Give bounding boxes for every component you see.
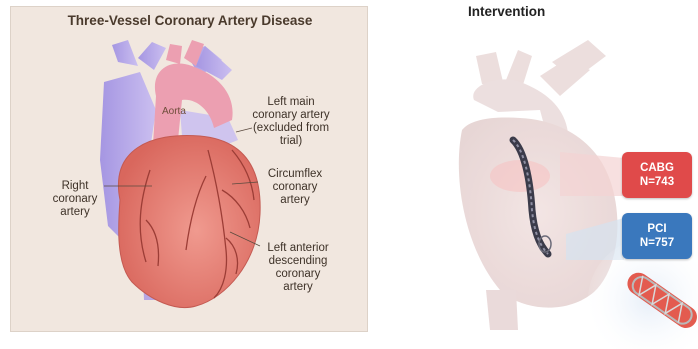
aorta-label: Aorta	[162, 106, 186, 117]
lad-label-line: Left anterior	[256, 242, 340, 255]
pci-badge: PCI N=757	[622, 213, 692, 259]
lad-label: Left anterior descending coronary artery	[256, 242, 340, 294]
left-main-label-line: (excluded from	[236, 122, 346, 135]
heart-body	[118, 135, 260, 307]
lad-label-line: artery	[256, 281, 340, 294]
intervention-title: Intervention	[468, 4, 545, 19]
left-main-label-line: trial)	[236, 135, 346, 148]
cabg-connector	[560, 152, 624, 196]
pci-name: PCI	[622, 222, 692, 236]
cabg-badge: CABG N=743	[622, 152, 692, 198]
cabg-count: N=743	[622, 175, 692, 189]
right-coronary-label-line: coronary	[40, 193, 110, 206]
right-coronary-label-line: Right	[40, 180, 110, 193]
right-coronary-label-line: artery	[40, 206, 110, 219]
left-main-label-line: Left main	[236, 96, 346, 109]
right-coronary-label: Right coronary artery	[40, 180, 110, 219]
pci-count: N=757	[622, 236, 692, 250]
circumflex-label-line: Circumflex	[254, 168, 336, 181]
cabg-name: CABG	[622, 161, 692, 175]
circumflex-label: Circumflex coronary artery	[254, 168, 336, 207]
left-main-label-line: coronary artery	[236, 109, 346, 122]
left-main-label: Left main coronary artery (excluded from…	[236, 96, 346, 148]
lad-label-line: coronary	[256, 268, 340, 281]
circumflex-label-line: coronary	[254, 181, 336, 194]
lad-label-line: descending	[256, 255, 340, 268]
circumflex-label-line: artery	[254, 194, 336, 207]
